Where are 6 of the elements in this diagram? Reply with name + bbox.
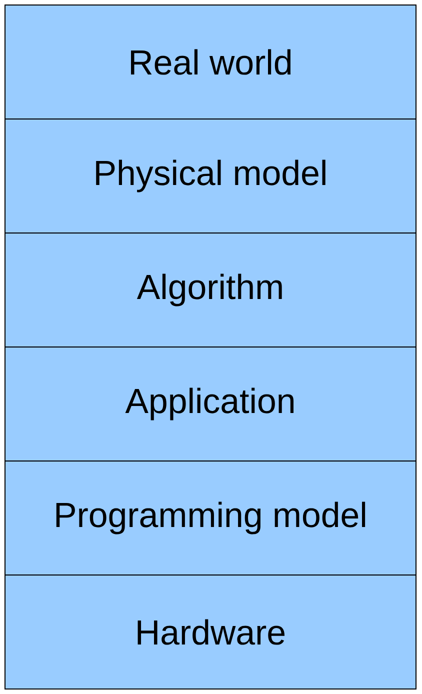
layer-box: Programming model [4,460,416,576]
layer-box: Application [4,346,416,462]
layer-box: Hardware [4,574,416,690]
layer-box: Real world [4,4,416,120]
layer-box: Physical model [4,118,416,234]
layer-box: Algorithm [4,232,416,348]
